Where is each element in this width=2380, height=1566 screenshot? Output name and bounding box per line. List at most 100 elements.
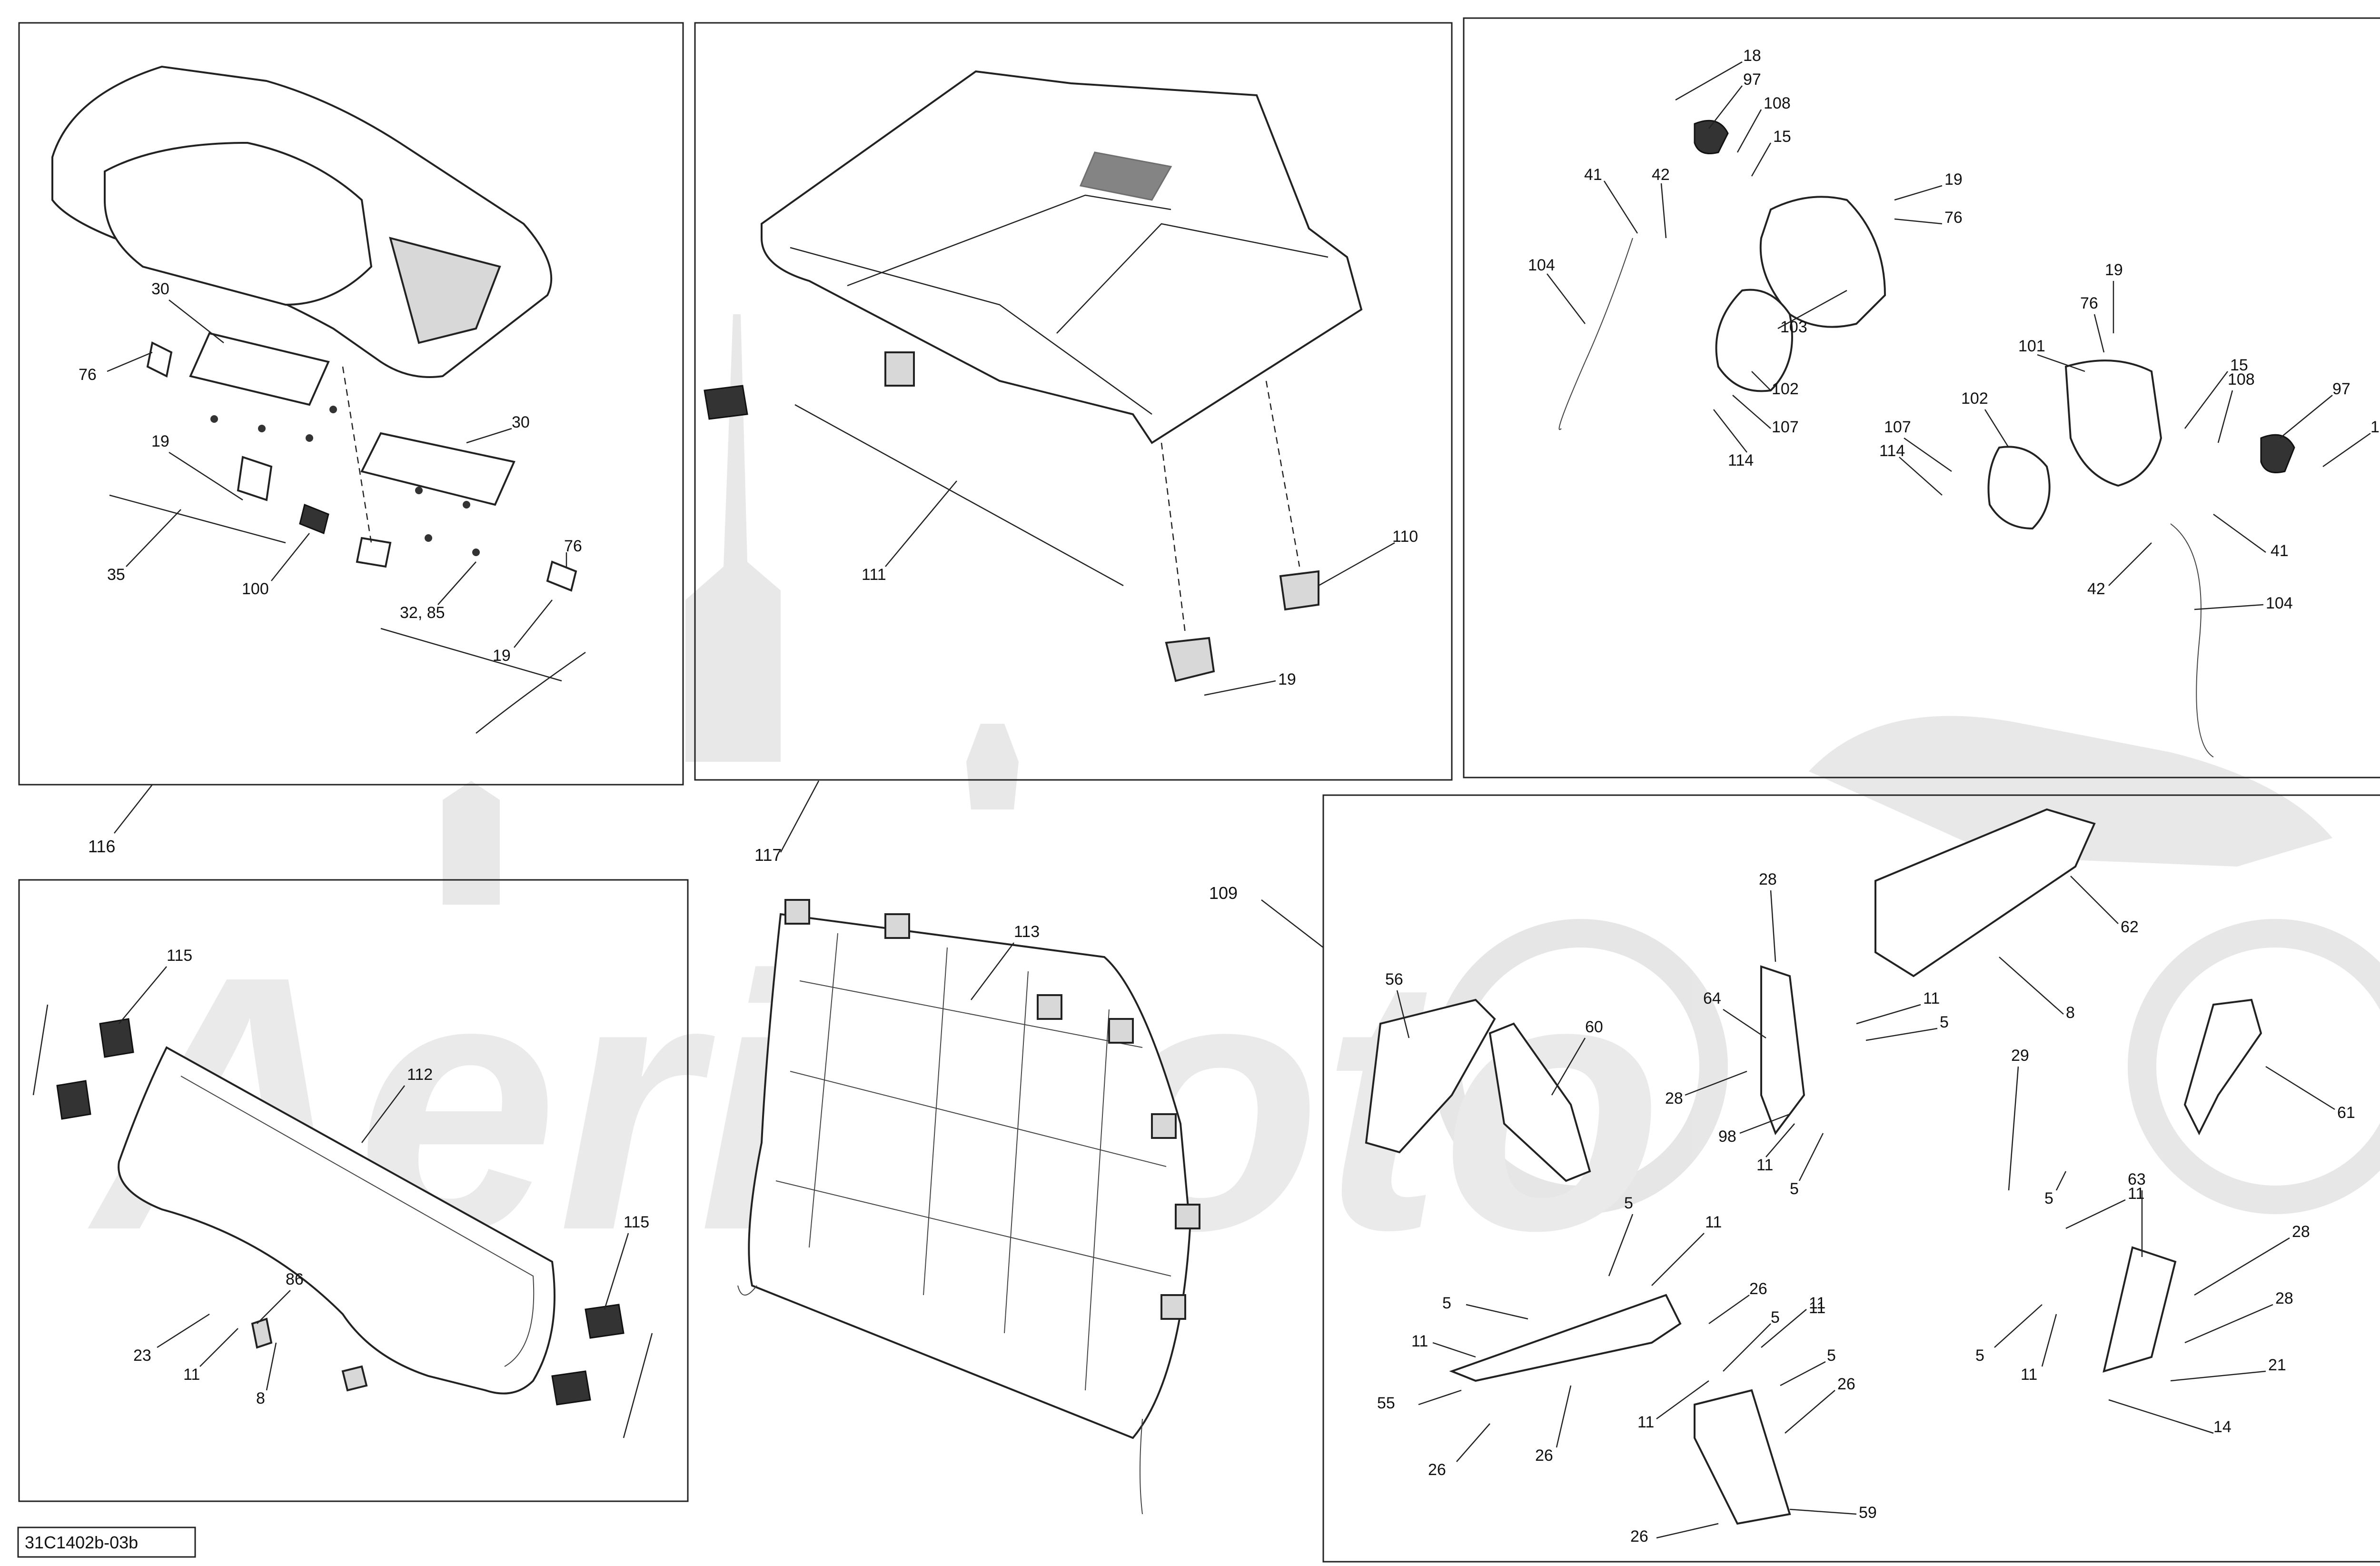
part-callout: 5: [1940, 1013, 1949, 1031]
part-callout: 26: [1837, 1375, 1855, 1393]
part-callout: 41: [2271, 542, 2289, 560]
part-callout: 102: [1961, 389, 1988, 408]
part-callout: 42: [1652, 166, 1670, 184]
part-callout: 107: [1772, 418, 1799, 436]
enclosure-callouts: 113 109: [971, 883, 1238, 1000]
part-callout: 11: [1756, 1156, 1773, 1174]
part-callout: 5: [1827, 1347, 1836, 1365]
diagram-code-box: [17, 1526, 196, 1558]
part-callout: 28: [1759, 870, 1777, 888]
part-callout: 28: [2292, 1223, 2310, 1241]
part-callout: 104: [1528, 256, 1555, 274]
part-callout: 19: [1944, 170, 1963, 189]
part-callout: 19: [2105, 261, 2123, 279]
part-callout: 107: [1884, 418, 1911, 436]
part-callout: 97: [2332, 380, 2350, 398]
part-callout: 59: [1859, 1504, 1877, 1522]
part-callout: 26: [1535, 1446, 1553, 1465]
part-callout: 104: [2266, 594, 2293, 612]
roof-callouts: 111 110 19 117: [754, 480, 1418, 865]
part-callout: 35: [107, 566, 125, 584]
part-callout: 108: [2228, 370, 2255, 389]
part-callout: 28: [2275, 1289, 2293, 1307]
side-trim-callouts: 28 62 56 60 64 11 5 8 28 98 11 5 29 61 5…: [1377, 870, 2355, 1546]
part-callout: 11: [1809, 1294, 1825, 1312]
part-callout: 14: [2213, 1418, 2231, 1436]
panel-speakers: [1463, 17, 2380, 778]
part-callout: 11: [2021, 1366, 2037, 1384]
rear-seat-callouts: 30 76 19 35 100 30 32, 85 76 19 116: [79, 280, 582, 856]
part-callout: 5: [1975, 1347, 1984, 1365]
speakers-callouts: 18 97 108 15 41 42 19 76 104 103 102 107…: [1528, 47, 2380, 612]
part-callout: 102: [1772, 380, 1799, 398]
part-callout: 18: [2370, 418, 2380, 436]
panel-ref-leaders: [114, 780, 1324, 948]
panel-side-trim: [1322, 794, 2380, 1563]
part-callout: 86: [286, 1270, 304, 1288]
part-callout: 112: [407, 1066, 433, 1084]
windshield-group: [32, 1004, 653, 1438]
part-callout: 26: [1428, 1461, 1446, 1479]
part-callout: 76: [79, 366, 97, 384]
part-callout: 11: [1809, 1299, 1825, 1317]
side-trim-group: [1365, 808, 2262, 1525]
panel-rear-seat: [18, 22, 684, 786]
part-callout: 76: [1944, 209, 1963, 227]
part-callout: 111: [862, 566, 886, 584]
windshield-callouts: 115 112 115 86 23 11 8: [119, 947, 649, 1407]
part-callout: 114: [1728, 451, 1754, 469]
part-callout: 62: [2121, 918, 2139, 936]
part-callout: 115: [167, 947, 192, 965]
panel-roof: [694, 22, 1453, 781]
part-callout: 114: [1879, 442, 1905, 460]
part-callout: 115: [624, 1213, 649, 1231]
part-callout: 63: [2128, 1170, 2146, 1188]
part-callout: 55: [1377, 1394, 1395, 1412]
part-callout: 103: [1780, 318, 1807, 336]
part-callout: 98: [1718, 1127, 1736, 1146]
part-callout: 61: [2337, 1104, 2355, 1122]
part-callout: 32, 85: [400, 604, 445, 622]
part-callout: 19: [1278, 670, 1296, 688]
part-callout: 5: [1790, 1180, 1799, 1198]
part-callout: 11: [1923, 989, 1940, 1007]
part-callout: 11: [1637, 1413, 1654, 1431]
part-callout: 97: [1743, 70, 1761, 89]
part-callout: 5: [1624, 1194, 1633, 1212]
part-callout: 11: [1705, 1213, 1722, 1231]
part-callout: 15: [2230, 356, 2248, 374]
part-callout: 64: [1703, 989, 1721, 1007]
panel-windshield: [18, 879, 689, 1502]
part-callout: 30: [512, 413, 530, 431]
part-callout: 113: [1014, 923, 1040, 941]
panel-ref-109: 109: [1209, 883, 1238, 903]
speakers-group: [1558, 120, 2295, 758]
part-callout: 41: [1584, 166, 1602, 184]
part-callout: 29: [2011, 1047, 2029, 1065]
part-callout: 108: [1764, 94, 1791, 112]
rear-seat-group: [51, 65, 586, 734]
part-callout: 5: [1442, 1294, 1451, 1312]
panel-ref-116: 116: [88, 837, 115, 856]
part-callout: 5: [1771, 1308, 1780, 1327]
part-callout: 21: [2268, 1356, 2286, 1374]
part-callout: 19: [493, 647, 511, 665]
part-callout: 42: [2087, 580, 2105, 598]
part-callout: 19: [151, 432, 169, 450]
roof-group: [704, 70, 1363, 682]
part-callout: 8: [256, 1389, 265, 1407]
part-callout: 100: [242, 580, 269, 598]
part-callout: 26: [1630, 1527, 1648, 1546]
part-callout: 30: [151, 280, 169, 298]
part-callout: 56: [1385, 970, 1403, 988]
part-callout: 26: [1749, 1280, 1767, 1298]
part-callout: 8: [2066, 1004, 2075, 1022]
part-callout: 76: [564, 537, 582, 555]
part-callout: 11: [1411, 1332, 1428, 1350]
part-callout: 18: [1743, 47, 1761, 65]
part-callout: 28: [1665, 1089, 1683, 1107]
part-callout: 23: [133, 1347, 151, 1365]
part-callout: 60: [1585, 1018, 1603, 1036]
enclosure-group: [737, 899, 1200, 1515]
